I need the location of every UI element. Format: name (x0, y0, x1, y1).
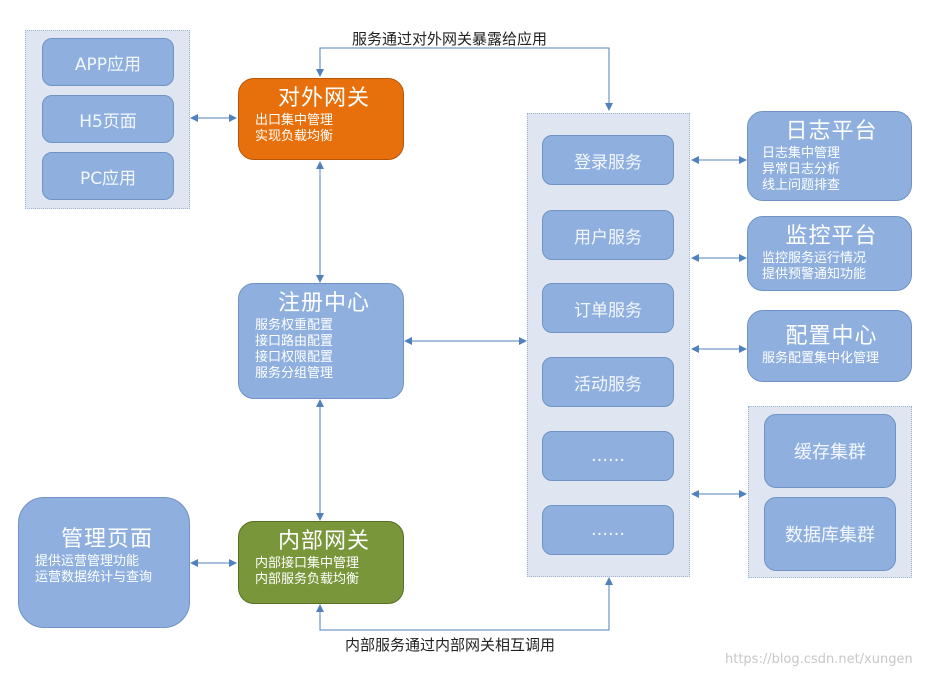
service-login: 登录服务 (542, 135, 674, 185)
registry-center-line: 服务分组管理 (255, 366, 334, 381)
registry-center: 注册中心 服务权重配置 接口路由配置 接口权限配置 服务分组管理 (238, 283, 404, 399)
config-center: 配置中心 服务配置集中化管理 (747, 310, 912, 382)
log-platform: 日志平台 日志集中管理 异常日志分析 线上问题排查 (747, 111, 912, 201)
top-label: 服务通过对外网关暴露给应用 (352, 30, 548, 48)
client-pc: PC应用 (42, 152, 174, 200)
registry-center-line: 接口路由配置 (255, 334, 334, 349)
service-more: …… (542, 505, 674, 555)
cache-cluster: 缓存集群 (764, 414, 896, 488)
service-user: 用户服务 (542, 210, 674, 260)
registry-center-title: 注册中心 (277, 291, 370, 316)
monitor-platform-line: 提供预警通知功能 (762, 267, 867, 282)
internal-gateway-line: 内部服务负载均衡 (255, 572, 360, 587)
client-h5: H5页面 (42, 95, 174, 143)
log-platform-line: 异常日志分析 (762, 162, 841, 177)
internal-gateway: 内部网关 内部接口集中管理 内部服务负载均衡 (238, 521, 404, 604)
external-gateway: 对外网关 出口集中管理 实现负载均衡 (238, 78, 404, 160)
monitor-platform: 监控平台 监控服务运行情况 提供预警通知功能 (747, 216, 912, 291)
external-gateway-title: 对外网关 (277, 86, 370, 111)
internal-gateway-line: 内部接口集中管理 (255, 556, 360, 571)
admin-page-title: 管理页面 (60, 527, 153, 552)
service-activity: 活动服务 (542, 357, 674, 407)
external-gateway-line: 出口集中管理 (255, 113, 334, 128)
database-cluster: 数据库集群 (764, 497, 896, 571)
service-order: 订单服务 (542, 283, 674, 333)
config-center-line: 服务配置集中化管理 (762, 351, 880, 366)
bottom-label: 内部服务通过内部网关相互调用 (345, 636, 556, 654)
config-center-title: 配置中心 (785, 324, 878, 349)
registry-center-line: 接口权限配置 (255, 350, 334, 365)
admin-page: 管理页面 提供运营管理功能 运营数据统计与查询 (18, 497, 190, 628)
internal-gateway-title: 内部网关 (277, 529, 370, 554)
services-group (527, 113, 690, 577)
log-platform-line: 日志集中管理 (762, 146, 841, 161)
admin-page-line: 提供运营管理功能 (35, 554, 140, 569)
log-platform-line: 线上问题排查 (762, 178, 841, 193)
watermark: https://blog.csdn.net/xungen (725, 652, 913, 667)
external-gateway-line: 实现负载均衡 (255, 129, 334, 144)
registry-center-line: 服务权重配置 (255, 318, 334, 333)
monitor-platform-line: 监控服务运行情况 (762, 251, 867, 266)
service-more: …… (542, 431, 674, 481)
arrow-bottom-loop (316, 577, 613, 631)
client-app: APP应用 (42, 38, 174, 86)
monitor-platform-title: 监控平台 (785, 224, 878, 249)
arrow-top-loop (316, 47, 613, 111)
log-platform-title: 日志平台 (785, 119, 878, 144)
admin-page-line: 运营数据统计与查询 (35, 570, 153, 585)
